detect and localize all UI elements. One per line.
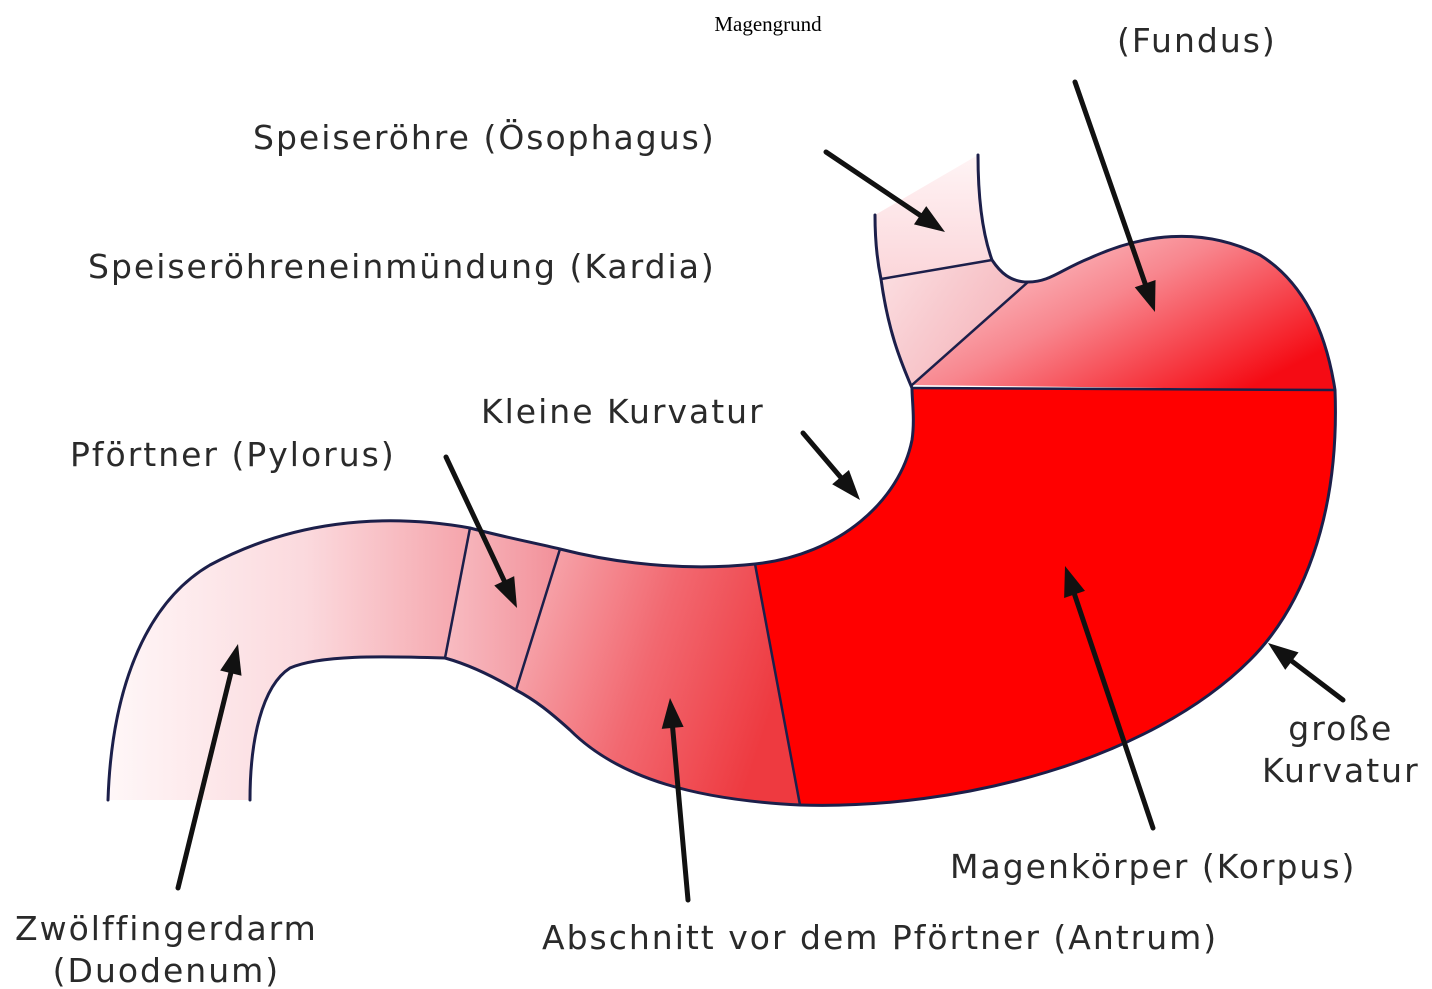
label-kleine-kurvatur: Kleine Kurvatur bbox=[481, 395, 765, 428]
arrow-grosse-kurvatur bbox=[1268, 643, 1343, 700]
label-fundus: (Fundus) bbox=[1117, 24, 1277, 57]
label-duodenum: Zwölffingerdarm (Duodenum) bbox=[15, 908, 318, 989]
antrum-region bbox=[516, 549, 800, 805]
label-pylorus: Pförtner (Pylorus) bbox=[70, 438, 396, 471]
label-kardia: Speiseröhreneinmündung (Kardia) bbox=[88, 250, 716, 283]
label-antrum: Abschnitt vor dem Pförtner (Antrum) bbox=[542, 921, 1218, 954]
label-grosse-kurvatur: große Kurvatur bbox=[1262, 708, 1420, 792]
diagram-title: Magengrund bbox=[714, 12, 821, 37]
arrow-kleine-kurvatur bbox=[803, 433, 860, 500]
label-oesophagus: Speiseröhre (Ösophagus) bbox=[253, 121, 716, 154]
corpus-region bbox=[755, 388, 1335, 805]
label-korpus: Magenkörper (Korpus) bbox=[950, 850, 1356, 883]
duodenum-region bbox=[108, 521, 470, 800]
